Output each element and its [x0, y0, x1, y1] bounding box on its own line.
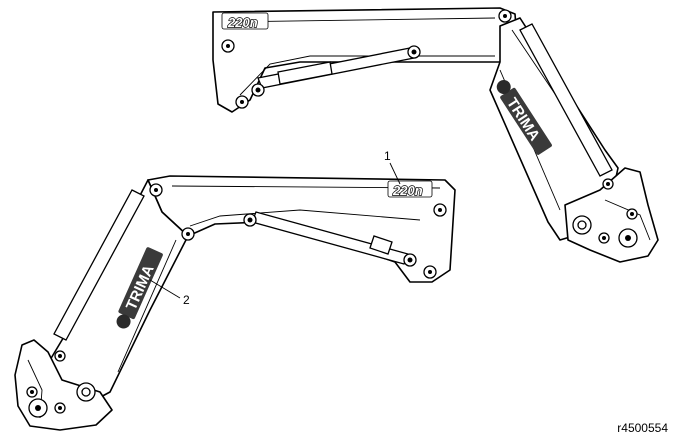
- svg-text:220n: 220n: [392, 183, 423, 198]
- upper-pivot-pins: [221, 9, 638, 248]
- svg-text:2: 2: [183, 293, 190, 307]
- loader-arm-upper: 220n TRIMA: [212, 7, 659, 263]
- upper-secondary-tube: [519, 23, 613, 177]
- reference-code: r4500554: [617, 421, 668, 435]
- lower-secondary-tube: [53, 189, 145, 341]
- callout-2: 2: [149, 279, 190, 307]
- svg-text:1: 1: [384, 149, 391, 163]
- callout-1: 1: [384, 149, 401, 185]
- upper-model-badge: 220n: [221, 12, 269, 31]
- svg-text:220n: 220n: [227, 15, 258, 30]
- loader-arm-lower: 220n TRIMA: [14, 175, 456, 431]
- lower-pivot-pins: [26, 183, 447, 418]
- lower-model-badge: 220n: [387, 180, 433, 199]
